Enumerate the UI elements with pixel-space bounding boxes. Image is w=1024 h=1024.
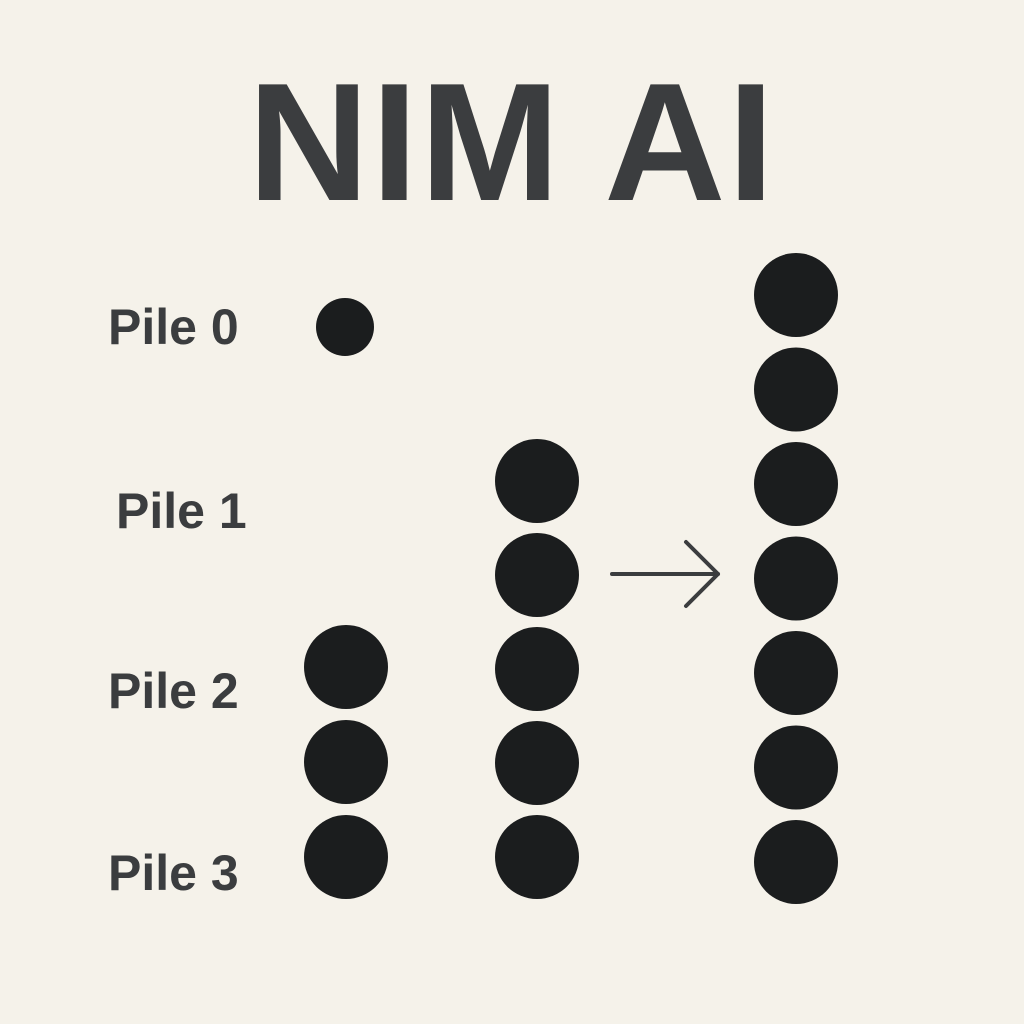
pile-0-label: Pile 0 <box>108 299 239 355</box>
pile-2-coin <box>304 625 388 709</box>
result-coin <box>754 442 838 526</box>
pile-0-coin <box>316 298 374 356</box>
arrow-right-icon <box>610 540 720 608</box>
middle-coin <box>495 627 579 711</box>
result-stack <box>754 253 838 904</box>
middle-coin <box>495 815 579 899</box>
pile-2-coin <box>304 720 388 804</box>
middle-stack <box>495 439 579 899</box>
middle-coin <box>495 721 579 805</box>
result-coin <box>754 347 838 432</box>
pile-3-label: Pile 3 <box>108 845 239 901</box>
result-coin <box>754 631 838 715</box>
pile-0-stack <box>316 298 374 356</box>
middle-coin <box>495 533 579 617</box>
pile-2-label: Pile 2 <box>108 663 239 719</box>
pile-1-label: Pile 1 <box>116 483 247 539</box>
middle-coin <box>495 439 579 523</box>
page-title: NIM AI <box>247 48 777 236</box>
pile-2-coin <box>304 815 388 899</box>
pile-2-stack <box>304 625 388 899</box>
result-coin <box>754 253 838 337</box>
result-coin <box>754 820 838 904</box>
result-coin <box>754 725 838 810</box>
result-coin <box>754 536 838 621</box>
